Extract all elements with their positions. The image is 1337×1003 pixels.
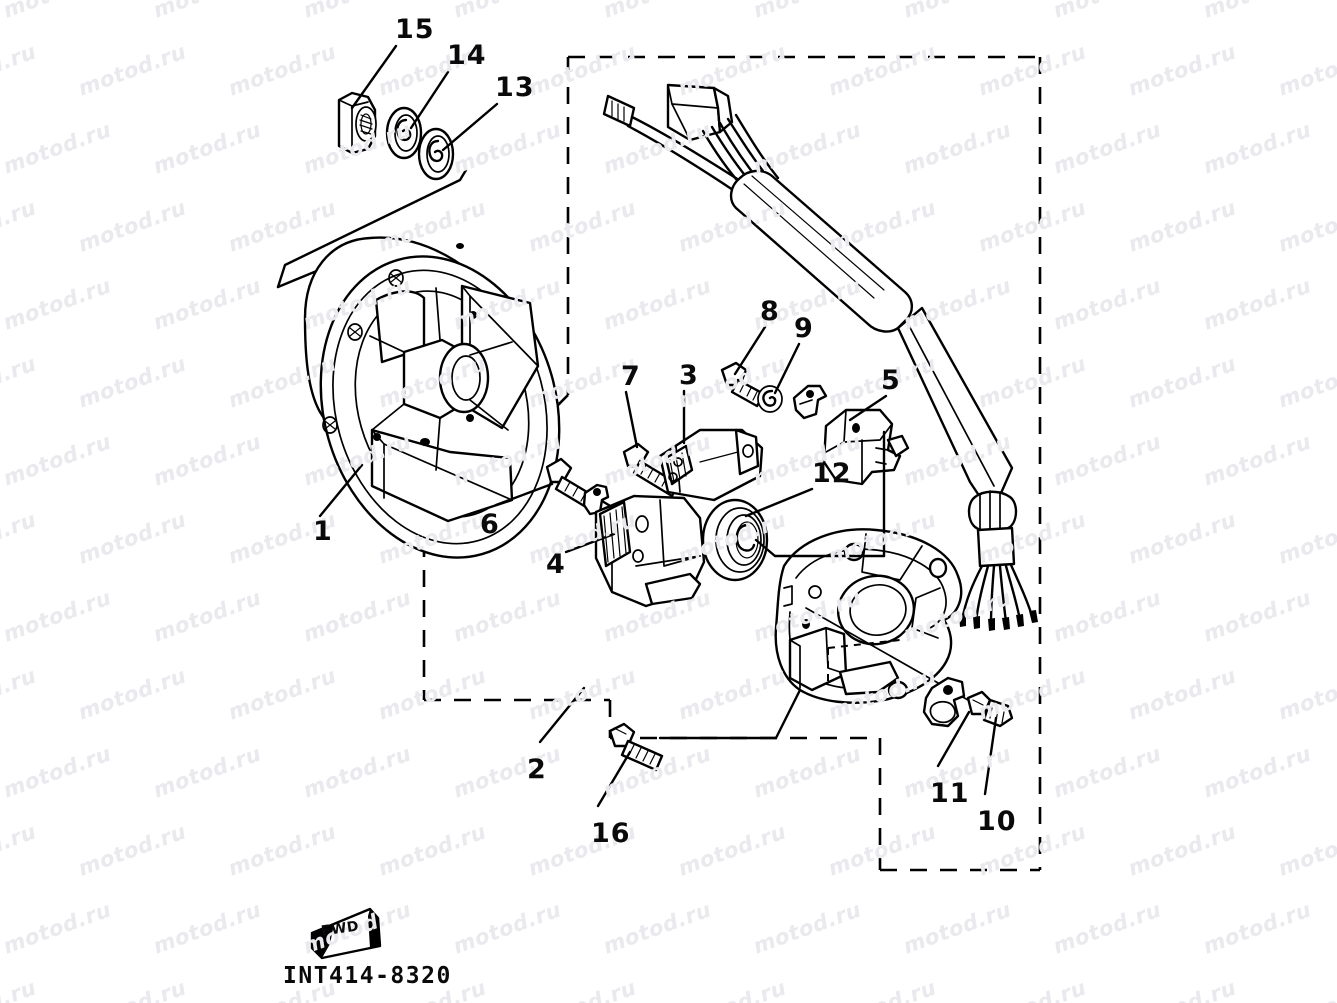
part-9-lock-washer <box>757 385 783 413</box>
part-14-lock-washer <box>385 106 423 160</box>
small-clip-a <box>792 384 828 420</box>
part-13-washer <box>417 127 455 181</box>
part-3-lighting-coil <box>658 428 764 502</box>
part-1-flywheel-rotor <box>303 236 561 559</box>
part-15-nut <box>337 91 377 155</box>
fwd-arrow-marker <box>310 907 382 960</box>
small-clip-b <box>582 483 610 516</box>
part-4-pickup-coil <box>594 494 706 608</box>
part-5-grommet-clamp <box>822 408 910 486</box>
callout-leader-lines <box>318 44 998 808</box>
part-10-screw <box>966 690 1014 728</box>
part-11-cable-clamp <box>922 676 966 728</box>
wire-harness <box>602 83 1038 631</box>
part-12-oil-seal <box>701 498 769 582</box>
part-16-screw <box>608 722 664 772</box>
part-number-label: INT414-8320 <box>283 963 452 989</box>
